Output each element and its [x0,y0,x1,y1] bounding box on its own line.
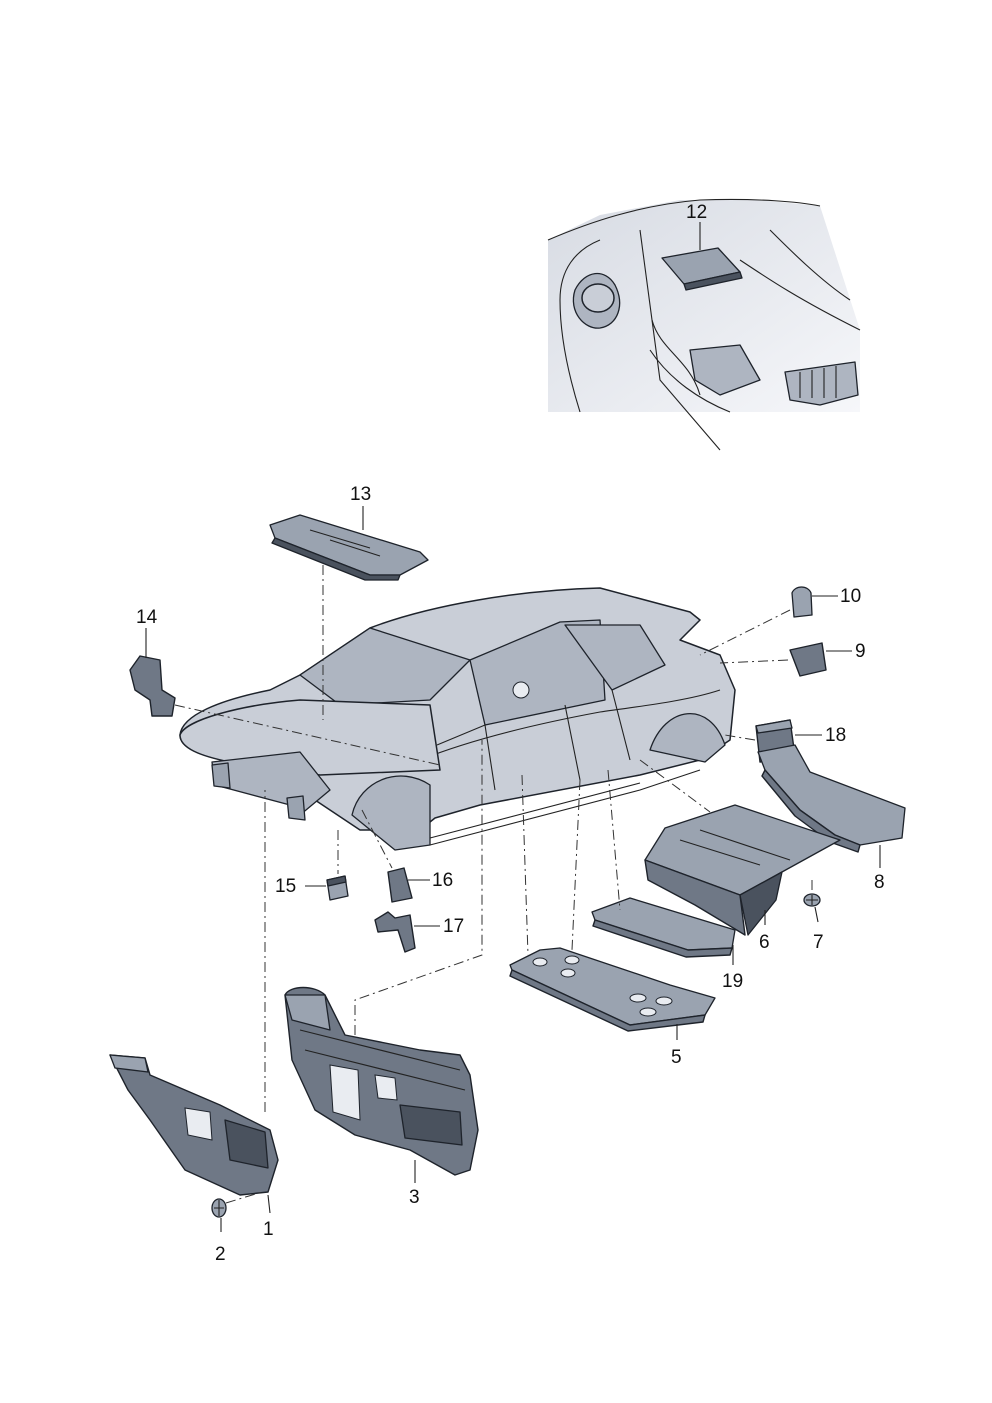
part-10-insulation-piece [791,586,813,618]
part-14-insulation-piece [129,655,176,717]
inset-dashboard-view: 12 [547,198,861,451]
part-8-luggage-compartment-insulation [757,744,906,853]
callout-6: 6 [759,932,770,953]
part-9-insulation-piece [789,642,827,677]
part-7-clip [803,893,821,907]
callout-9: 9 [855,641,866,662]
part-6-rear-floor-insulation [644,804,841,936]
callout-7: 7 [813,932,824,953]
part-15-foam-block [326,875,349,901]
callout-2: 2 [215,1244,226,1265]
part-12-sound-insulation [661,247,743,291]
callout-15: 15 [275,876,296,897]
part-16-foam-wedge [387,867,413,903]
car-body-shell [179,587,736,851]
callout-14: 14 [136,607,158,628]
leader-1 [267,1194,271,1214]
callout-18: 18 [825,725,846,746]
part-3-bulkhead-insulation [284,986,479,1176]
callout-13: 13 [350,484,371,505]
part-19-insulation-mat [591,897,736,958]
callout-8: 8 [874,872,885,893]
part-13-roof-insulation [269,514,429,581]
callout-16: 16 [432,870,453,891]
callout-10: 10 [840,586,861,607]
part-17-bracket-insulation [374,911,416,953]
callout-19: 19 [722,971,743,992]
callout-12: 12 [686,202,707,223]
callout-1: 1 [263,1219,274,1240]
leader-7 [814,906,819,923]
part-1-bulkhead-outer-insulation [109,1054,279,1196]
part-2-clip [211,1198,227,1218]
callout-17: 17 [443,916,464,937]
part-5-floor-insulation [509,947,716,1032]
callout-5: 5 [671,1047,682,1068]
callout-3: 3 [409,1187,420,1208]
